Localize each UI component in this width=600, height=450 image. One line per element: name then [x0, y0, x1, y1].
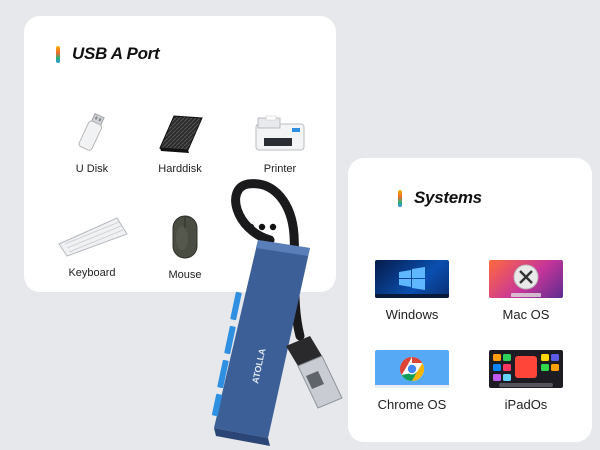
device-harddisk: Harddisk [137, 102, 223, 175]
title-accent-bar [398, 189, 402, 207]
usb-title-row: USB A Port [56, 44, 160, 64]
keyboard-icon [58, 217, 128, 257]
device-u-disk: U Disk [49, 102, 135, 175]
device-label: Mouse [168, 269, 202, 281]
device-printer: Printer [237, 102, 323, 175]
systems-card-title: Systems [414, 188, 482, 207]
device-mouse: Mouse [142, 208, 228, 281]
usb-card-title: USB A Port [72, 44, 160, 63]
printer-icon [255, 115, 305, 151]
system-label: iPadOs [504, 397, 548, 412]
hub-body: ATOLLA [211, 240, 310, 446]
device-label: Printer [263, 163, 297, 175]
usb-plug [286, 336, 343, 409]
mac-os-logo-icon [489, 260, 563, 298]
device-label: Harddisk [158, 163, 202, 175]
hard-disk-icon [159, 115, 203, 153]
system-label: Chrome OS [377, 397, 447, 412]
system-windows: Windows [364, 260, 460, 322]
systems-title-row: Systems [398, 188, 482, 208]
windows-logo-icon [375, 260, 449, 298]
usb-port-card: USB A Port U Disk [24, 16, 336, 292]
system-ipados: iPadOs [478, 350, 574, 412]
device-keyboard: Keyboard [49, 206, 135, 279]
system-label: Windows [385, 307, 439, 322]
chrome-logo-icon [375, 350, 449, 388]
system-mac-os: Mac OS [478, 260, 574, 322]
title-accent-bar [56, 45, 60, 63]
mouse-icon [172, 215, 198, 259]
device-label: U Disk [75, 163, 109, 175]
device-label: Keyboard [68, 267, 116, 279]
system-label: Mac OS [502, 307, 550, 322]
usb-flash-drive-icon [78, 113, 105, 151]
systems-card: Systems Windows Mac OS [348, 158, 592, 442]
ipados-logo-icon [489, 350, 563, 388]
system-chrome-os: Chrome OS [364, 350, 460, 412]
